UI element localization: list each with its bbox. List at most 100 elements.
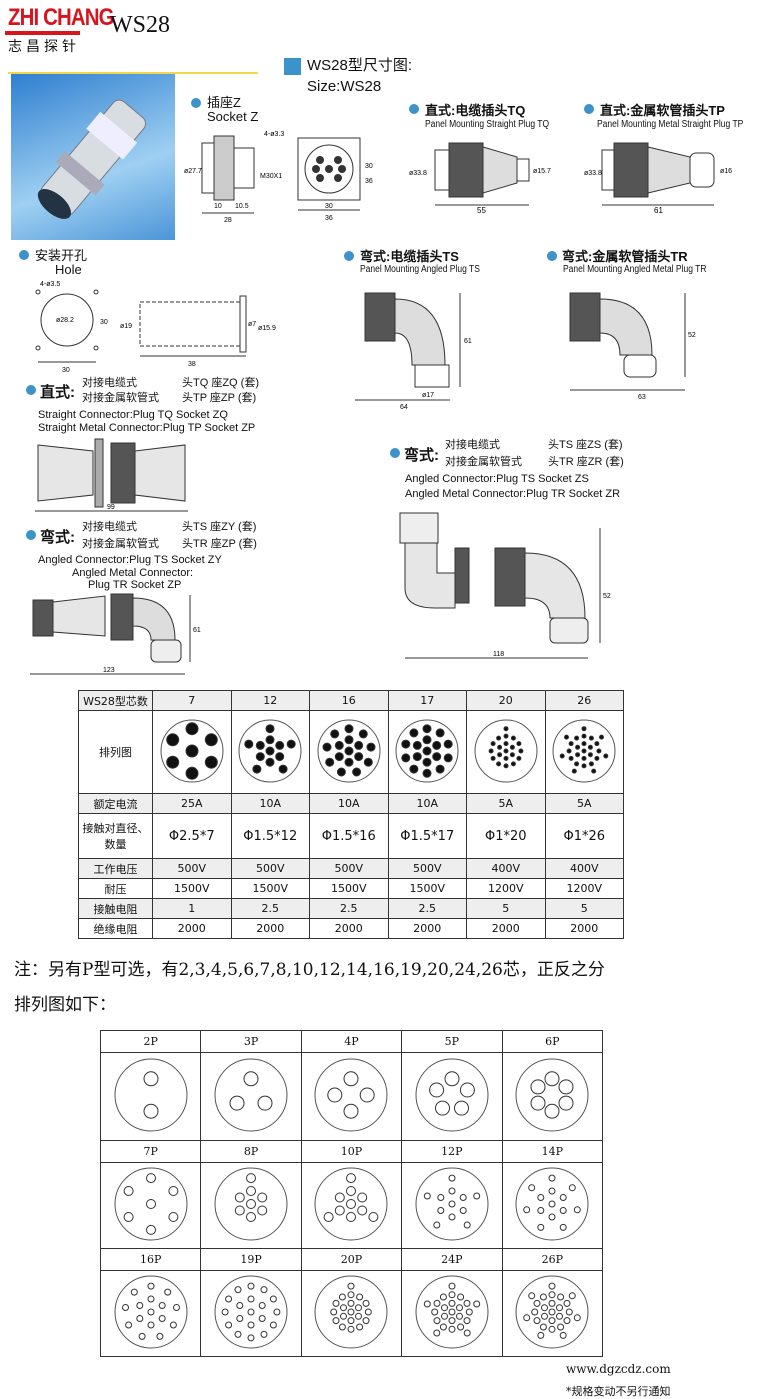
- contact-pin: [234, 1205, 245, 1216]
- contact-pin: [459, 1194, 467, 1201]
- contact-pin: [509, 751, 515, 757]
- hole-en: Hole: [55, 262, 82, 277]
- hole-cn: 安装开孔: [35, 248, 88, 263]
- p-pin-layout: [314, 1058, 388, 1132]
- pin-layout-7: [160, 719, 224, 782]
- contact-pin: [503, 748, 509, 753]
- cell: 500V: [309, 858, 389, 879]
- contact-pin: [204, 732, 218, 746]
- contact-pin: [286, 739, 296, 749]
- p-type-label: 7P: [99, 1140, 202, 1163]
- contact-pin: [123, 1186, 134, 1196]
- contact-pin: [422, 768, 432, 778]
- contact-pin: [575, 751, 581, 757]
- contact-pin: [575, 744, 581, 750]
- svg-text:52: 52: [603, 593, 611, 600]
- p-pin-layout: [114, 1275, 188, 1349]
- contact-pin: [169, 1321, 177, 1329]
- contact-pin: [147, 1295, 155, 1303]
- contact-pin: [581, 748, 587, 753]
- contact-pin: [448, 1174, 456, 1182]
- contact-pin: [344, 757, 354, 767]
- contact-pin: [596, 748, 602, 753]
- contact-pin: [528, 1184, 536, 1192]
- contact-pin: [435, 727, 445, 737]
- contact-pin: [559, 753, 565, 758]
- contact-pin: [559, 1223, 567, 1231]
- p-type-label: 3P: [200, 1030, 302, 1053]
- contact-pin: [530, 1095, 546, 1111]
- cell: 10A: [230, 793, 310, 814]
- contact-pin: [443, 752, 453, 762]
- angled-right-line-1: 对接电缆式头TS 座ZS (套): [445, 439, 623, 451]
- contact-pin: [340, 1312, 348, 1320]
- contact-pin: [541, 1304, 549, 1312]
- contact-pin: [548, 1282, 556, 1290]
- p-type-label: 26P: [501, 1248, 604, 1271]
- p-type-label: 5P: [401, 1030, 503, 1053]
- pin-layout-16: [317, 719, 381, 782]
- svg-text:63: 63: [638, 394, 646, 401]
- cell: 1500V: [152, 878, 232, 899]
- contact-pin: [523, 1314, 531, 1322]
- contact-pin: [409, 727, 419, 737]
- footer-url[interactable]: www.dgzcdz.com: [566, 1362, 671, 1376]
- contact-pin: [351, 767, 361, 776]
- svg-text:ø33.8: ø33.8: [409, 170, 427, 177]
- contact-pin: [540, 1323, 548, 1331]
- contact-pin: [247, 1334, 255, 1342]
- contact-pin: [548, 1200, 556, 1208]
- contact-pin: [518, 748, 524, 753]
- p-pin-layout: [314, 1167, 388, 1241]
- contact-pin: [257, 1192, 268, 1203]
- logo-bar: [5, 31, 80, 35]
- contact-pin: [574, 1314, 582, 1322]
- contact-pin: [437, 1207, 445, 1214]
- contact-pin: [327, 1087, 343, 1103]
- contact-pin: [330, 1308, 338, 1316]
- contact-pin: [343, 1071, 359, 1087]
- dim: 10: [214, 203, 222, 210]
- model-title: WS28: [110, 12, 170, 38]
- product-photo: [11, 72, 175, 240]
- p-pin-layout: [214, 1058, 288, 1132]
- contact-pin: [413, 740, 423, 750]
- contact-pin: [548, 1187, 556, 1195]
- contact-pin: [324, 1212, 335, 1222]
- contact-pin: [260, 1286, 268, 1294]
- contact-pin: [428, 1082, 444, 1098]
- svg-text:61: 61: [654, 206, 663, 215]
- contact-pin: [322, 742, 332, 752]
- straight-prefix: 直式:: [40, 384, 75, 401]
- contact-pin: [185, 744, 199, 757]
- contact-pin: [496, 751, 502, 757]
- contact-pin: [433, 1317, 441, 1325]
- contact-pin: [581, 740, 587, 746]
- contact-pin: [347, 1325, 355, 1333]
- contact-pin: [158, 1302, 166, 1309]
- insert-outline: [515, 1058, 589, 1132]
- contact-pin: [329, 728, 339, 738]
- straight-en-2: Straight Metal Connector:Plug TP Socket …: [38, 422, 256, 434]
- contact-pin: [465, 1308, 473, 1316]
- bullet-icon: [547, 251, 557, 261]
- contact-pin: [448, 1291, 456, 1299]
- contact-pin: [265, 746, 275, 755]
- row-label: 接触对直径、数量: [78, 813, 153, 859]
- pin-layout-12: [238, 719, 302, 782]
- plug-ts-cn: 弯式:电缆插头TS: [360, 249, 459, 264]
- cell: 10A: [387, 793, 467, 814]
- contact-pin: [357, 1205, 368, 1216]
- size-title: WS28型尺寸图:Size:WS28: [307, 57, 413, 95]
- contact-pin: [433, 1299, 441, 1307]
- bullet-icon: [26, 530, 36, 540]
- insert-outline: [214, 1058, 288, 1132]
- contact-pin: [463, 1317, 471, 1325]
- contact-pin: [448, 1187, 456, 1195]
- p-type-label: 6P: [501, 1030, 604, 1053]
- straight-line-1: 对接电缆式头TQ 座ZQ (套): [82, 377, 259, 389]
